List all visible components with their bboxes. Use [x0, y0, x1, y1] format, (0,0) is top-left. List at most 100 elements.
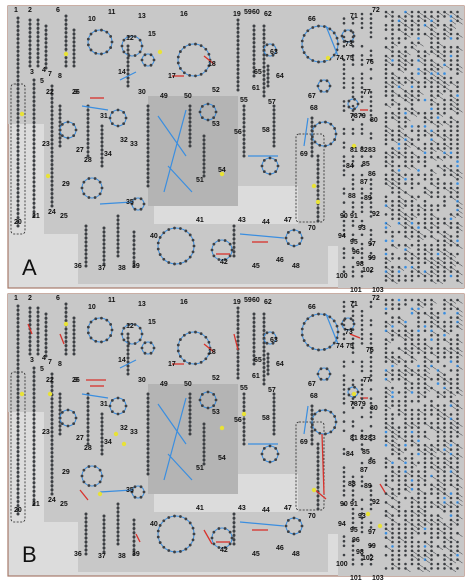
grid-node — [397, 479, 401, 482]
cluster-label-12: 12 — [126, 323, 134, 330]
cluster-label-16: 16 — [180, 299, 188, 306]
node — [236, 39, 240, 43]
grid-node — [449, 147, 453, 150]
node — [236, 322, 240, 326]
grid-node — [384, 413, 388, 416]
node — [16, 462, 20, 466]
grid-edge — [385, 321, 392, 326]
grid-node — [436, 243, 440, 247]
node — [188, 392, 192, 396]
grid-edge — [424, 51, 431, 56]
grid-node — [397, 391, 401, 394]
node — [265, 331, 269, 335]
grid-node — [430, 399, 433, 403]
grid-edge — [424, 559, 431, 564]
cluster-label-50: 50 — [184, 93, 192, 100]
node — [32, 383, 36, 387]
node — [356, 102, 360, 106]
node — [292, 244, 296, 248]
grid-node — [384, 523, 388, 526]
node — [44, 58, 48, 62]
grid-node — [449, 523, 453, 526]
blue-edge — [239, 521, 285, 527]
node — [116, 218, 120, 222]
grid-node — [449, 435, 453, 438]
node — [16, 458, 20, 462]
grid-edge — [385, 405, 392, 410]
node — [32, 197, 36, 201]
node — [64, 348, 68, 352]
grid-node — [430, 514, 433, 517]
grid-node — [404, 443, 407, 447]
node — [179, 550, 182, 553]
column-node — [351, 201, 355, 204]
cluster-label-4: 4 — [42, 355, 46, 362]
grid-edge — [411, 196, 418, 201]
grid-edge — [411, 554, 418, 559]
grid-node — [443, 333, 446, 337]
grid-node — [410, 562, 414, 566]
grid-node — [397, 487, 401, 491]
column-node — [342, 378, 346, 382]
node — [102, 258, 106, 262]
grid-node — [423, 320, 427, 324]
column-node — [351, 219, 355, 223]
node — [100, 164, 104, 168]
column-node — [351, 314, 355, 318]
node — [206, 406, 210, 410]
node — [58, 408, 62, 412]
node — [93, 484, 97, 487]
node — [316, 167, 320, 171]
grid-node — [436, 182, 440, 185]
grid-edge — [431, 405, 437, 410]
grid-edge — [437, 165, 444, 170]
node — [262, 366, 266, 370]
grid-node — [397, 103, 401, 106]
node — [146, 180, 150, 184]
node — [58, 432, 62, 436]
node — [32, 379, 36, 383]
grid-node — [449, 457, 453, 460]
grid-node — [384, 252, 388, 256]
column-node — [342, 392, 346, 396]
column-node — [369, 388, 373, 391]
cluster-label-94: 94 — [338, 521, 346, 528]
grid-node — [404, 408, 407, 412]
cluster-label-26: 26 — [72, 377, 80, 384]
grid-edge — [398, 214, 405, 219]
grid-node — [391, 239, 394, 243]
column-node — [369, 35, 373, 39]
node — [292, 516, 296, 520]
node — [271, 341, 275, 345]
grid-edge — [411, 165, 418, 170]
column-node — [360, 378, 364, 382]
node — [276, 452, 280, 456]
cluster-label-64: 64 — [276, 361, 284, 368]
node — [50, 142, 54, 146]
grid-edge — [444, 29, 450, 34]
node — [82, 180, 86, 184]
panel-label-b: B — [22, 542, 37, 567]
node — [173, 514, 176, 518]
column-node — [360, 242, 364, 246]
node — [44, 346, 48, 350]
node — [50, 113, 54, 117]
node — [188, 521, 192, 525]
node — [199, 332, 203, 336]
grid-node — [449, 76, 453, 80]
node — [204, 335, 208, 339]
grid-node — [449, 531, 453, 535]
grid-node — [430, 217, 433, 221]
node — [16, 487, 20, 491]
grid-edge — [405, 117, 411, 122]
grid-edge — [398, 449, 405, 454]
grid-edge — [398, 20, 405, 25]
column-node — [360, 72, 364, 76]
node — [138, 338, 142, 342]
grid-edge — [405, 33, 411, 38]
node — [353, 385, 356, 389]
grid-edge — [444, 339, 450, 344]
grid-node — [423, 408, 427, 412]
node — [86, 438, 90, 442]
node — [262, 341, 266, 345]
